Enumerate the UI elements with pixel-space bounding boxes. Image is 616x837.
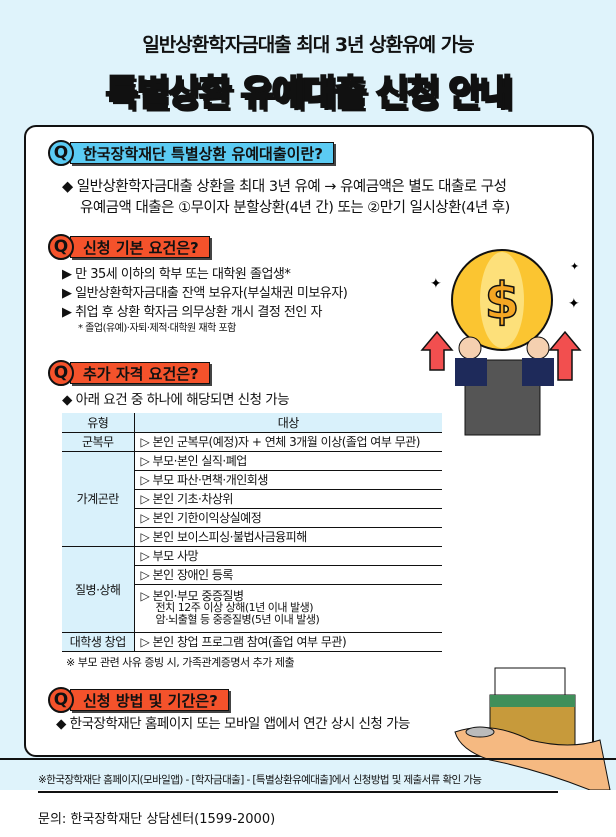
note: * 졸업(유예)·자퇴·제적·대학원 재학 포함 [78, 323, 236, 334]
section-2-body: ▶ 만 35세 이하의 학부 또는 대학원 졸업생* ▶ 일반상환학자금대출 잔… [62, 265, 348, 336]
sparkle-icon: ✦ [568, 296, 580, 312]
q-badge: Q [48, 140, 74, 166]
section-3-intro: ◆ 아래 요건 중 하나에 해당되면 신청 가능 [62, 392, 290, 408]
table-row: 가계곤란▷ 부모·본인 실직·폐업 [62, 451, 442, 547]
sparkle-icon: ✦ [570, 260, 579, 273]
contact-info: 문의: 한국장학재단 상담센터(1599-2000) [38, 812, 276, 827]
type-cell: 가계곤란 [62, 451, 135, 547]
subtitle: 일반상환학자금대출 최대 3년 상환유예 가능 [142, 34, 474, 56]
table-row: ▷ 부모 파산·면책·개인회생 [62, 470, 442, 490]
q-badge: Q [48, 234, 74, 260]
table-row: 질병·상해▷ 부모 사망 [62, 546, 442, 633]
q-badge: Q [48, 360, 74, 386]
table-row: 대학생 창업▷ 본인 창업 프로그램 참여(졸업 여부 무관) [62, 632, 442, 652]
line: ▶ 일반상환학자금대출 잔액 보유자(부실채권 미보유자) [62, 286, 348, 301]
dollar-icon: $ [485, 272, 520, 330]
item: ▷ 본인·부모 중증질병 [140, 589, 244, 603]
arrow-up-icon [548, 330, 582, 381]
target-cell: ▷ 부모 사망 [134, 546, 442, 566]
balloon-illustration: $ ✦ ✦ ✦ [420, 249, 582, 450]
table-row: ▷ 본인 장애인 등록 [62, 565, 442, 585]
divider [38, 791, 558, 793]
question-label: 한국장학재단 특별상환 유예대출이란? [70, 142, 334, 164]
title-blue: 신청 안내 [375, 72, 514, 115]
target-cell: ▷ 본인 보이스피싱·불법사금융피해 [134, 527, 442, 547]
hand-money-illustration [454, 667, 611, 790]
line: ▶ 취업 후 상환 학자금 의무상환 개시 결정 전인 자 [62, 305, 322, 320]
target-cell: ▷ 본인 장애인 등록 [134, 565, 442, 585]
target-cell: ▷ 부모·본인 실직·폐업 [134, 451, 442, 471]
table-row: ▷ 본인 보이스피싱·불법사금융피해 [62, 527, 442, 547]
section-4-body: ◆ 한국장학재단 홈페이지 또는 모바일 앱에서 연간 상시 신청 가능 [56, 716, 410, 732]
line: 유예금액 대출은 ①무이자 분할상환(4년 간) 또는 ②만기 일시상환(4년 … [80, 200, 510, 216]
title-red: 특별상환 유예대출 [104, 72, 367, 115]
line: ▶ 만 35세 이하의 학부 또는 대학원 졸업생* [62, 267, 291, 282]
question-label: 추가 자격 요건은? [70, 362, 210, 384]
type-cell: 군복무 [62, 432, 135, 452]
page-title: 특별상환 유예대출 신청 안내 [0, 64, 616, 116]
table-row: ▷ 본인 기초·차상위 [62, 489, 442, 509]
sub-item: 암·뇌출혈 등 중증질병(5년 이내 발생) [155, 613, 320, 626]
target-cell: ▷ 본인 기한이익상실예정 [134, 508, 442, 528]
table-row: ▷ 본인 기한이익상실예정 [62, 508, 442, 528]
table-note: ※ 부모 관련 사유 증빙 시, 가족관계증명서 추가 제출 [66, 656, 295, 669]
footer-note: ※한국장학재단 홈페이지(모바일앱) - [학자금대출] - [특별상환유예대출… [38, 774, 482, 786]
line: ◆ 일반상환학자금대출 상환을 최대 3년 유예 → 유예금액은 별도 대출로 … [62, 179, 507, 195]
q-badge: Q [48, 687, 74, 713]
target-cell: ▷ 부모 파산·면책·개인회생 [134, 470, 442, 490]
target-cell: ▷ 본인 창업 프로그램 참여(졸업 여부 무관) [134, 632, 442, 652]
section-1-body: ◆ 일반상환학자금대출 상환을 최대 3년 유예 → 유예금액은 별도 대출로 … [62, 177, 510, 219]
type-cell: 질병·상해 [62, 546, 135, 633]
header-type: 유형 [62, 413, 135, 433]
question-label: 신청 방법 및 기간은? [70, 689, 229, 711]
footer-bg [0, 790, 616, 837]
divider [0, 758, 616, 760]
target-cell: ▷ 본인 기초·차상위 [134, 489, 442, 509]
question-label: 신청 기본 요건은? [70, 236, 210, 258]
arrow-up-icon [420, 330, 454, 371]
table-row: 군복무▷ 본인 군복무(예정)자 + 연체 3개월 이상(졸업 여부 무관) [62, 432, 442, 452]
target-cell: ▷ 본인 군복무(예정)자 + 연체 3개월 이상(졸업 여부 무관) [134, 432, 442, 452]
header-target: 대상 [134, 413, 442, 433]
sparkle-icon: ✦ [430, 276, 442, 292]
type-cell: 대학생 창업 [62, 632, 135, 652]
sub-item: 전치 12주 이상 상해(1년 이내 발생) [155, 601, 314, 614]
